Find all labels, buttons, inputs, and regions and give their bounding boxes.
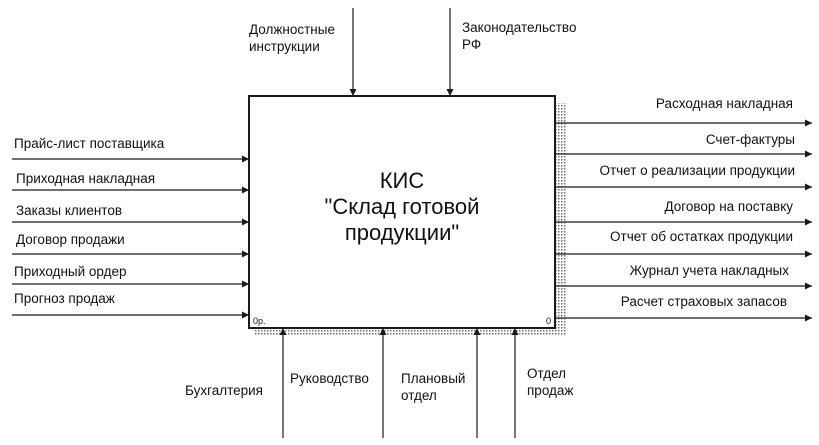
box-title-line-2: "Склад готовой bbox=[325, 194, 480, 219]
input-label-1: Прайс-лист поставщика bbox=[14, 136, 165, 151]
activity-box[interactable] bbox=[248, 95, 556, 329]
control-label-1-line-1: Должностные bbox=[249, 22, 335, 37]
mechanism-label-3-line-2: отдел bbox=[401, 388, 437, 403]
mechanism-label-1: Бухгалтерия bbox=[185, 383, 263, 398]
output-label-6: Журнал учета накладных bbox=[630, 263, 790, 278]
box-cost-label: 0 bbox=[546, 316, 551, 326]
mechanism-label-2: Руководство bbox=[290, 371, 369, 386]
input-label-4: Договор продажи bbox=[16, 232, 125, 247]
control-label-2-line-2: РФ bbox=[462, 37, 481, 52]
output-label-4: Договор на поставку bbox=[664, 199, 793, 214]
output-label-2: Счет-фактуры bbox=[706, 132, 795, 147]
box-title-line-1: КИС bbox=[380, 168, 425, 193]
input-label-2: Приходная накладная bbox=[16, 171, 155, 186]
mechanism-label-4-line-2: продаж bbox=[527, 383, 573, 398]
control-label-1-line-2: инструкции bbox=[249, 39, 320, 54]
input-label-3: Заказы клиентов bbox=[16, 203, 122, 218]
input-label-6: Прогноз продаж bbox=[14, 291, 115, 306]
box-title-line-3: продукции" bbox=[345, 220, 459, 245]
input-label-5: Приходный ордер bbox=[14, 264, 127, 279]
output-label-3: Отчет о реализации продукции bbox=[599, 163, 795, 178]
output-label-1: Расходная накладная bbox=[656, 96, 793, 111]
box-node-label: 0р. bbox=[253, 316, 266, 326]
output-label-5: Отчет об остатках продукции bbox=[610, 229, 793, 244]
mechanism-label-3-line-1: Плановый bbox=[401, 371, 465, 386]
output-label-7: Расчет страховых запасов bbox=[621, 294, 787, 309]
control-label-2-line-1: Законодательство bbox=[462, 20, 576, 35]
mechanism-label-4-line-1: Отдел bbox=[527, 366, 566, 381]
